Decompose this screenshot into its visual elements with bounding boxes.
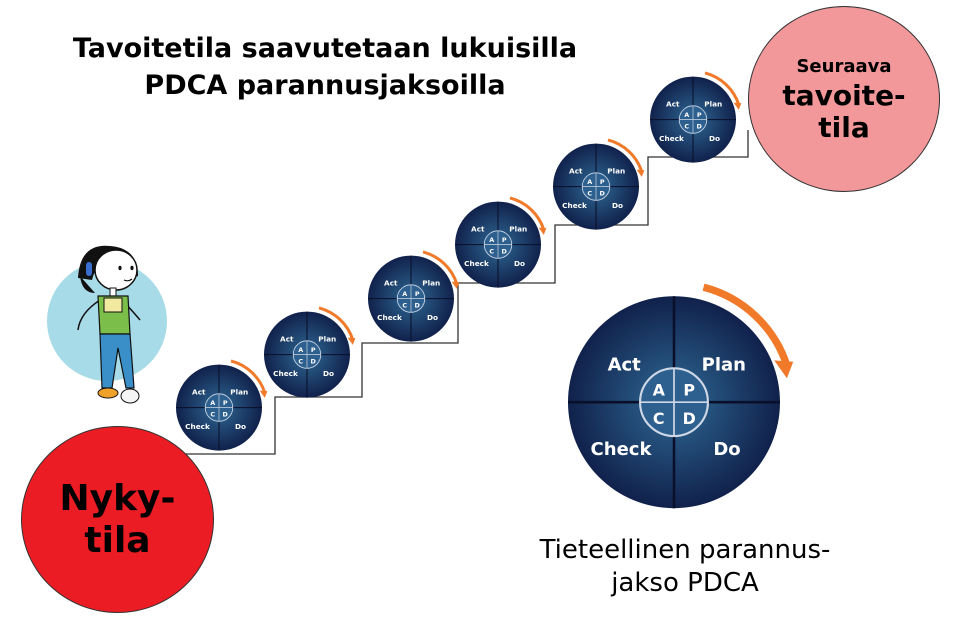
label-do: Do	[235, 422, 246, 431]
label-check: Check	[562, 201, 587, 210]
label-act: Act	[192, 388, 206, 397]
label-d: D	[502, 248, 507, 256]
label-a: A	[298, 346, 303, 354]
label-c: C	[210, 411, 215, 419]
label-c: C	[402, 302, 407, 310]
label-d: D	[683, 409, 696, 428]
label-plan: Plan	[702, 354, 746, 375]
label-c: C	[489, 248, 494, 256]
label-c: C	[298, 358, 303, 366]
label-do: Do	[427, 313, 438, 322]
caption-line-1: Tieteellinen parannus-	[520, 534, 850, 567]
cycle-arrow-head	[637, 170, 645, 177]
label-check: Check	[185, 422, 210, 431]
label-do: Do	[612, 201, 623, 210]
next-state-line-1: Seuraava	[796, 54, 891, 80]
next-state-line-2: tavoite-	[782, 80, 905, 112]
label-act: Act	[608, 354, 642, 375]
label-a: A	[402, 290, 407, 298]
label-a: A	[653, 380, 666, 399]
label-check: Check	[273, 369, 298, 378]
pdca-caption: Tieteellinen parannus- jakso PDCA	[520, 534, 850, 600]
current-state-line-2: tila	[84, 520, 150, 562]
label-check: Check	[659, 134, 684, 143]
label-check: Check	[464, 259, 489, 268]
label-d: D	[311, 358, 316, 366]
cycle-arrow-head	[348, 338, 356, 345]
label-do: Do	[323, 369, 334, 378]
label-a: A	[587, 178, 592, 186]
label-act: Act	[471, 225, 485, 234]
label-c: C	[587, 190, 592, 198]
label-p: P	[502, 236, 507, 244]
person-illustration	[40, 238, 170, 417]
cycle-arrow-head	[774, 360, 793, 378]
label-act: Act	[569, 167, 583, 176]
cycle-arrow-head	[734, 103, 742, 110]
label-plan: Plan	[704, 100, 722, 109]
caption-line-2: jakso PDCA	[520, 567, 850, 600]
label-c: C	[653, 409, 665, 428]
label-a: A	[684, 111, 689, 119]
label-p: P	[311, 346, 316, 354]
label-plan: Plan	[509, 225, 527, 234]
label-act: Act	[666, 100, 680, 109]
label-p: P	[600, 178, 605, 186]
label-check: Check	[377, 313, 402, 322]
label-do: Do	[514, 259, 525, 268]
label-do: Do	[713, 439, 740, 460]
label-plan: Plan	[422, 279, 440, 288]
label-a: A	[210, 399, 215, 407]
next-state-line-3: tila	[818, 112, 869, 144]
label-do: Do	[709, 134, 720, 143]
label-d: D	[697, 123, 702, 131]
label-plan: Plan	[318, 335, 336, 344]
current-state-circle: Nyky- tila	[21, 426, 214, 613]
label-plan: Plan	[230, 388, 248, 397]
label-d: D	[600, 190, 605, 198]
label-d: D	[415, 302, 420, 310]
label-p: P	[683, 380, 695, 399]
label-act: Act	[384, 279, 398, 288]
next-target-state-circle: Seuraava tavoite- tila	[748, 6, 940, 192]
label-c: C	[684, 123, 689, 131]
label-act: Act	[280, 335, 294, 344]
label-check: Check	[591, 439, 653, 460]
cycle-arrow-head	[539, 228, 547, 235]
label-plan: Plan	[607, 167, 625, 176]
label-p: P	[697, 111, 702, 119]
label-d: D	[223, 411, 228, 419]
label-p: P	[415, 290, 420, 298]
label-a: A	[489, 236, 494, 244]
current-state-line-1: Nyky-	[60, 478, 176, 520]
label-p: P	[223, 399, 228, 407]
